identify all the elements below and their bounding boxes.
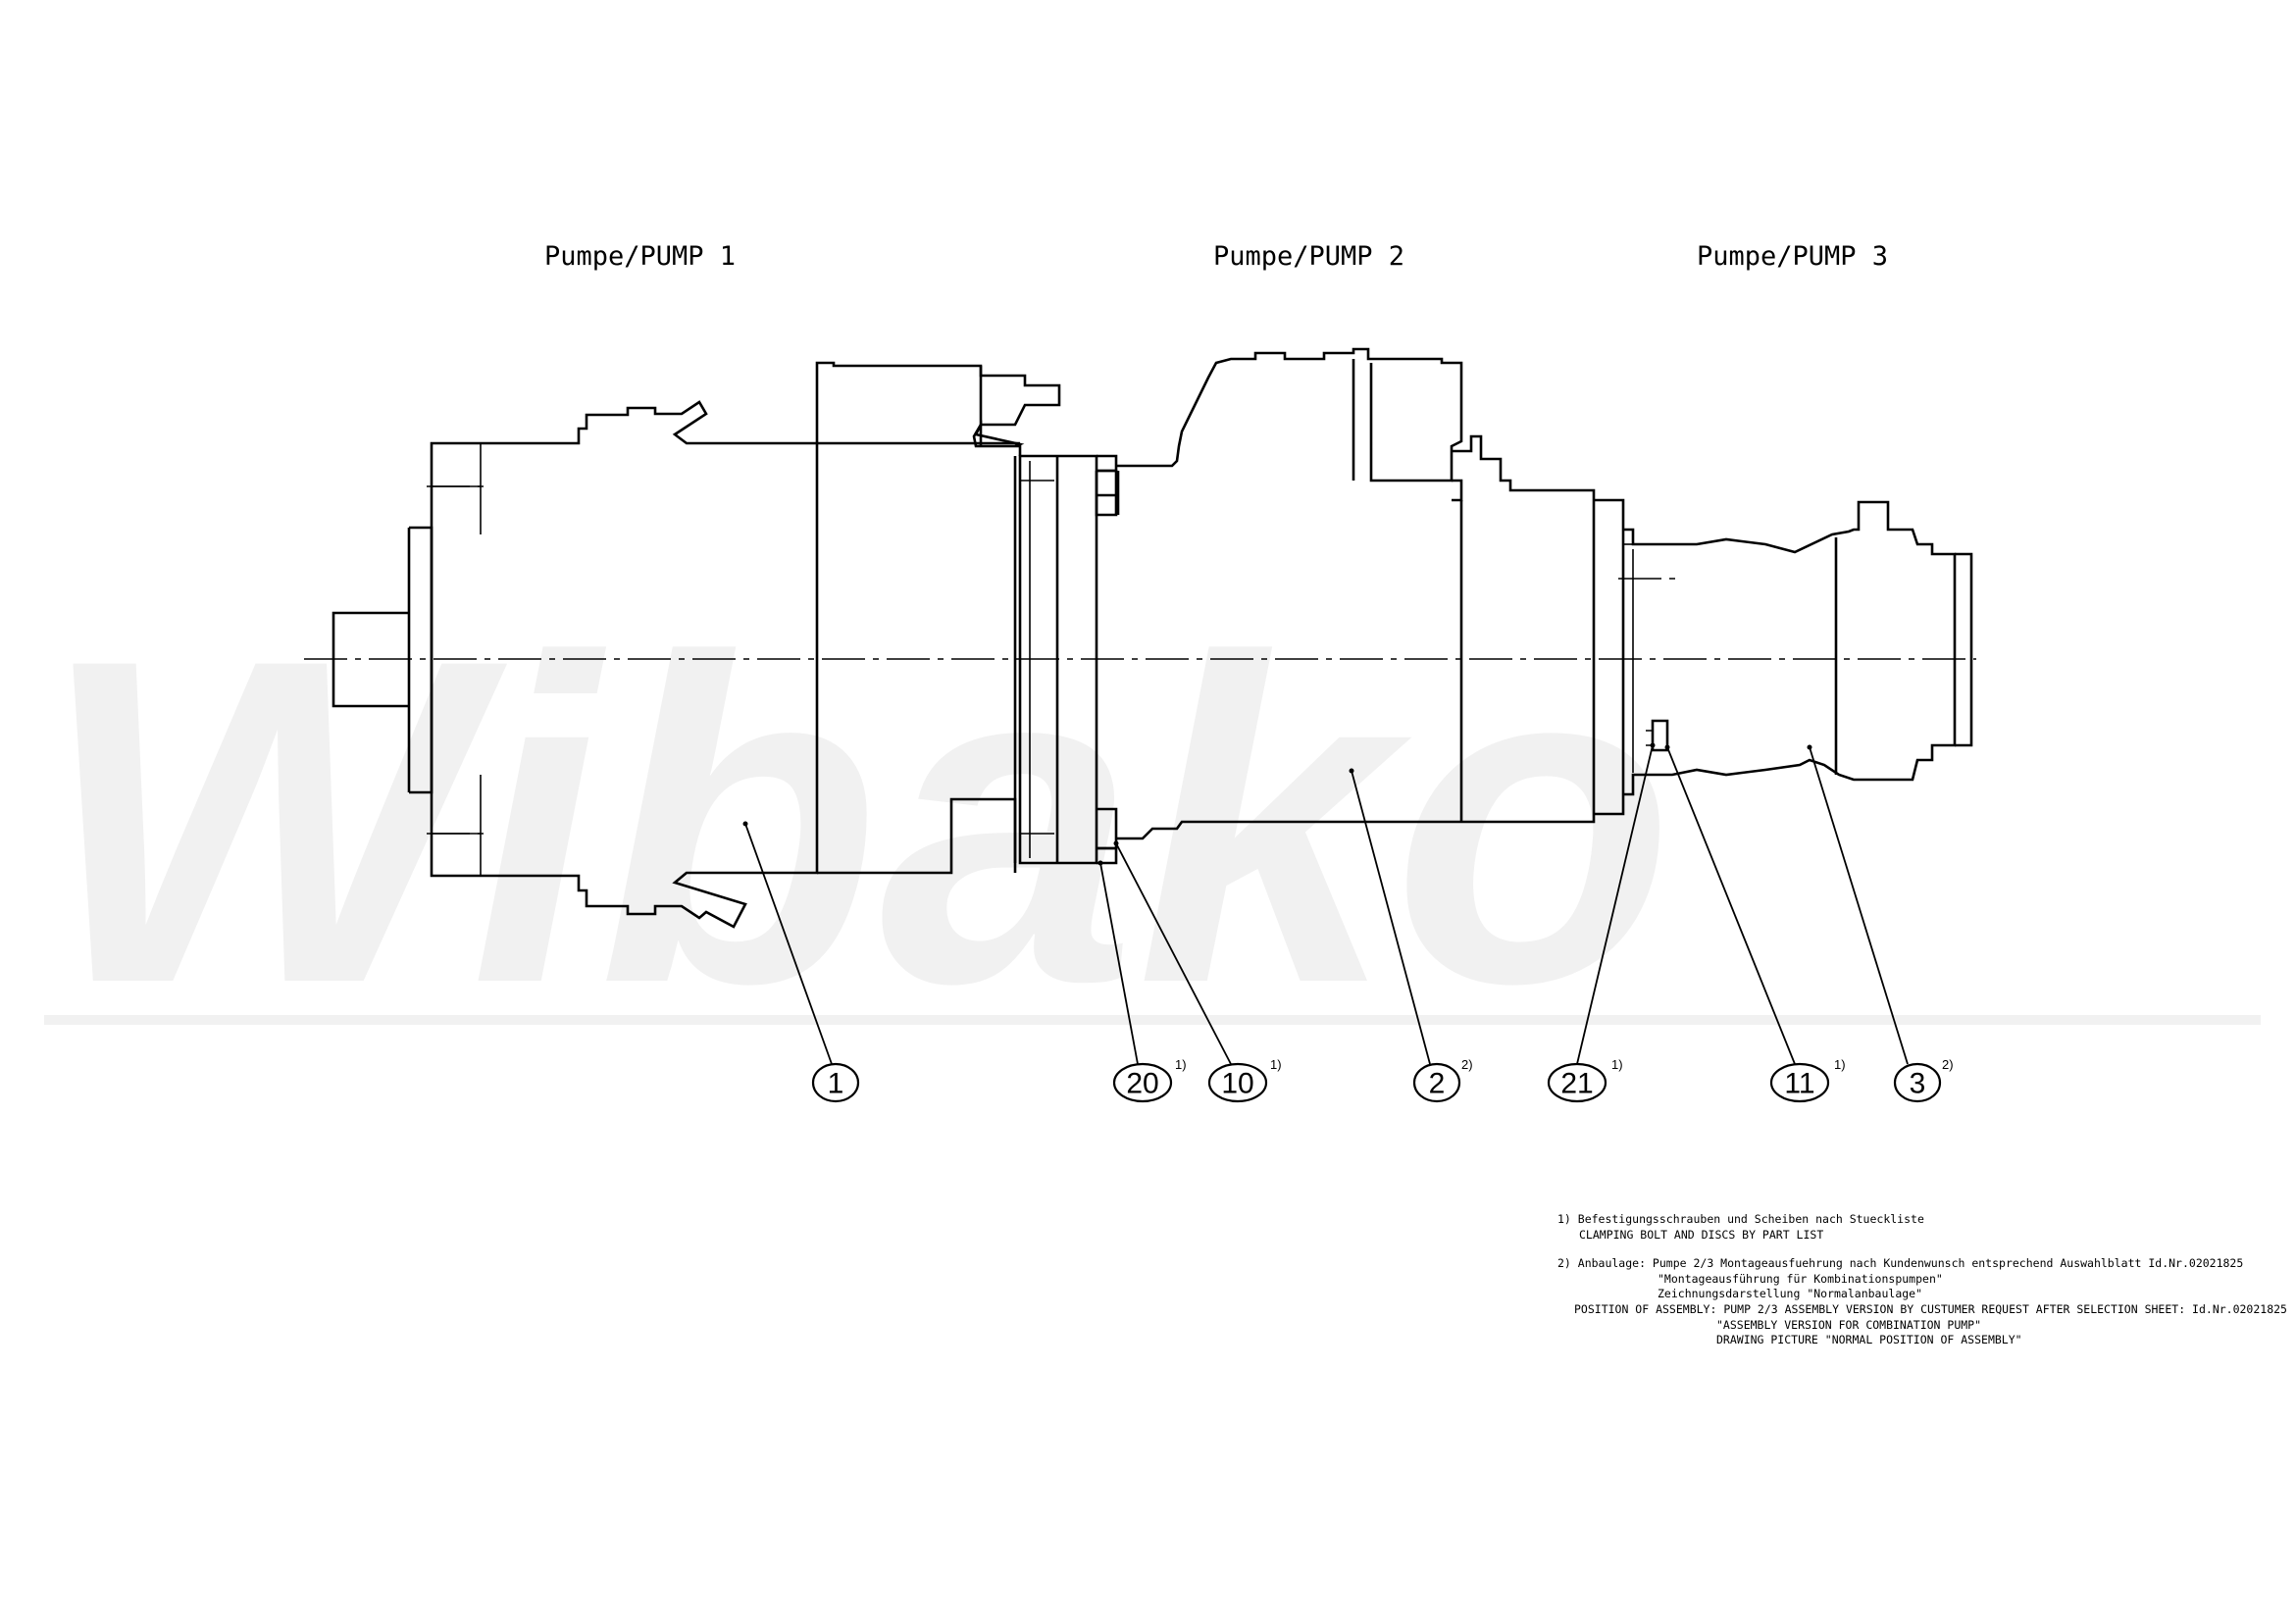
- callout-3-note: 2): [1942, 1057, 1954, 1072]
- pump-2-label: Pumpe/PUMP 2: [1213, 241, 1404, 272]
- pump-1-label: Pumpe/PUMP 1: [544, 241, 736, 272]
- leader-lines: [742, 742, 1909, 1065]
- note-1-en: CLAMPING BOLT AND DISCS BY PART LIST: [1579, 1228, 1823, 1242]
- callout-2-number: 2: [1429, 1068, 1446, 1100]
- callout-11: 11 1): [1769, 1057, 1846, 1103]
- callout-3: 3 2): [1893, 1057, 1954, 1103]
- note-2-en-line3: DRAWING PICTURE "NORMAL POSITION OF ASSE…: [1716, 1333, 2022, 1346]
- callout-21-note: 1): [1611, 1057, 1623, 1072]
- callout-1-number: 1: [828, 1068, 844, 1100]
- callout-20-number: 20: [1126, 1068, 1158, 1100]
- callout-10-note: 1): [1270, 1057, 1282, 1072]
- callout-3-number: 3: [1910, 1068, 1926, 1100]
- callout-10-number: 10: [1221, 1068, 1253, 1100]
- pump-2-outline: [1116, 347, 1625, 840]
- callout-2-note: 2): [1461, 1057, 1473, 1072]
- callout-10: 10 1): [1207, 1057, 1282, 1103]
- note-2-de-line2: "Montageausführung für Kombinationspumpe…: [1658, 1272, 1943, 1286]
- note-2-en-line2: "ASSEMBLY VERSION FOR COMBINATION PUMP": [1716, 1318, 1981, 1332]
- callout-11-number: 11: [1784, 1068, 1814, 1100]
- callout-1: 1: [811, 1062, 860, 1103]
- note-2-en: POSITION OF ASSEMBLY: PUMP 2/3 ASSEMBLY …: [1574, 1302, 2287, 1316]
- notes-block: 1) Befestigungsschrauben und Scheiben na…: [1557, 1212, 2287, 1346]
- callout-20: 20 1): [1112, 1057, 1187, 1103]
- watermark-underline: [44, 1015, 2261, 1025]
- callout-21-number: 21: [1560, 1068, 1593, 1100]
- callout-2: 2 2): [1412, 1057, 1473, 1103]
- callout-21: 21 1): [1547, 1057, 1623, 1103]
- note-2-de: 2) Anbaulage: Pumpe 2/3 Montageausfuehru…: [1557, 1256, 2243, 1270]
- callout-20-note: 1): [1175, 1057, 1187, 1072]
- callout-11-note: 1): [1834, 1057, 1846, 1072]
- pump-1-outline: [332, 361, 1061, 929]
- pump-3-outline: [1618, 500, 1973, 796]
- note-1-de: 1) Befestigungsschrauben und Scheiben na…: [1557, 1212, 1924, 1226]
- pump-3-label: Pumpe/PUMP 3: [1697, 241, 1888, 272]
- note-2-de-line3: Zeichnungsdarstellung "Normalanbaulage": [1658, 1287, 1922, 1300]
